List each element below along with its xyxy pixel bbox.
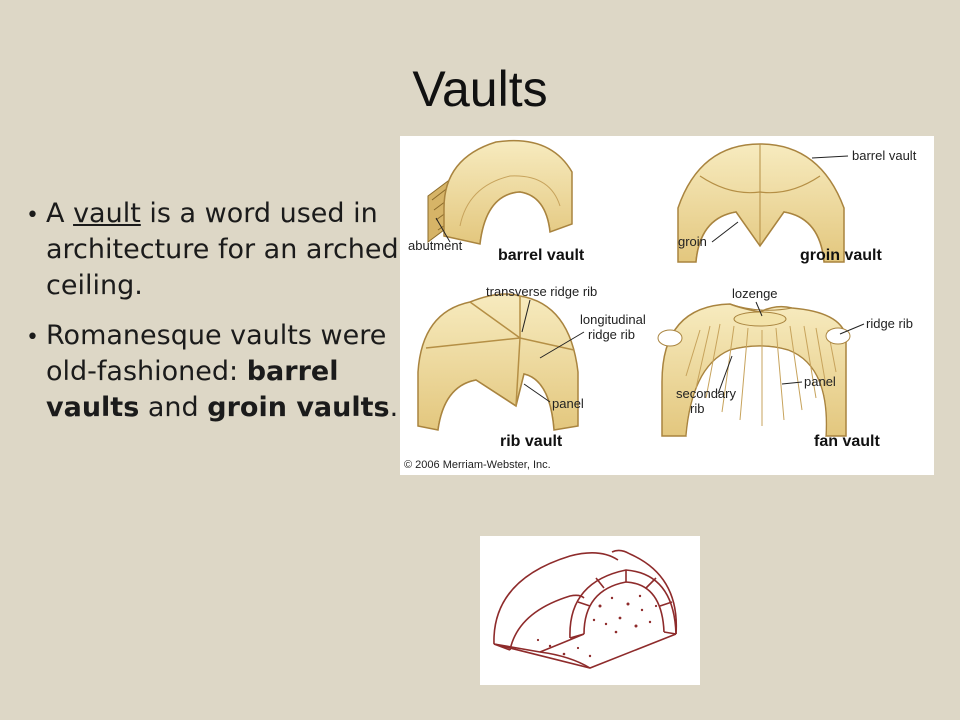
label-ridge-rib-longitudinal: ridge rib bbox=[588, 327, 635, 342]
caption-barrel-vault: barrel vault bbox=[498, 247, 585, 264]
bullet-text: Romanesque vaults were old-fashioned: bbox=[46, 320, 387, 387]
bullet-list: • A vault is a word used in architecture… bbox=[26, 196, 408, 440]
label-ridge-rib-fan: ridge rib bbox=[866, 316, 913, 331]
label-abutment: abutment bbox=[408, 238, 463, 253]
bullet-text: A bbox=[46, 198, 74, 229]
bullet-dot-icon: • bbox=[26, 325, 39, 350]
bullet-text: is a word used in architecture for an ar… bbox=[46, 198, 399, 301]
groin-vault-drawing bbox=[677, 143, 845, 263]
barrel-vault-sketch bbox=[480, 536, 700, 685]
vault-types-illustration: abutment barrel vault barrel vault groin… bbox=[404, 139, 917, 471]
bold-term-barrel-vaults: barrel vaults bbox=[46, 356, 339, 423]
vault-link[interactable]: vault bbox=[73, 198, 141, 229]
bullet-item-romanesque-vaults: • Romanesque vaults were old-fashioned: … bbox=[26, 318, 408, 426]
label-panel-fan-vault: panel bbox=[804, 374, 836, 389]
bullet-item-vault-definition: • A vault is a word used in architecture… bbox=[26, 196, 408, 304]
barrel-vault-drawing bbox=[427, 139, 573, 245]
bullet-text: . bbox=[389, 392, 399, 423]
rib-vault-drawing bbox=[417, 293, 579, 431]
label-groin: groin bbox=[678, 234, 707, 249]
bullet-text: and bbox=[139, 392, 208, 423]
bullet-dot-icon: • bbox=[26, 203, 39, 228]
label-barrel-vault-part: barrel vault bbox=[852, 148, 917, 163]
label-lozenge: lozenge bbox=[732, 286, 778, 301]
vault-types-figure: abutment barrel vault barrel vault groin… bbox=[400, 136, 934, 475]
figure-copyright: © 2006 Merriam-Webster, Inc. bbox=[404, 459, 551, 471]
caption-groin-vault: groin vault bbox=[800, 247, 882, 264]
bold-term-groin-vaults: groin vaults bbox=[207, 392, 390, 423]
caption-fan-vault: fan vault bbox=[814, 433, 880, 450]
fan-vault-drawing bbox=[657, 303, 851, 437]
label-panel-rib-vault: panel bbox=[552, 396, 584, 411]
barrel-vault-sketch-drawing bbox=[493, 549, 678, 669]
label-secondary: secondary bbox=[676, 386, 736, 401]
caption-rib-vault: rib vault bbox=[500, 433, 563, 450]
slide-title: Vaults bbox=[412, 61, 548, 117]
label-transverse-ridge-rib: transverse ridge rib bbox=[486, 284, 597, 299]
label-secondary-rib: rib bbox=[690, 401, 704, 416]
label-longitudinal: longitudinal bbox=[580, 312, 646, 327]
